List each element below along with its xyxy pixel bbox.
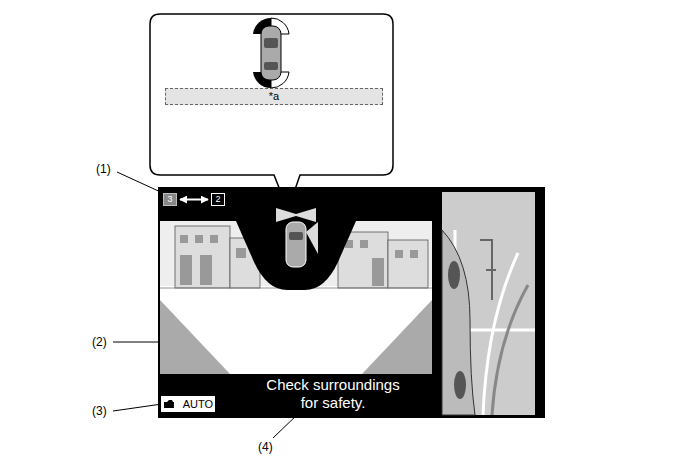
screen-message: Check surroundings for safety.: [258, 376, 408, 412]
view-icon: 3: [163, 193, 177, 206]
node-text: AUTO: [183, 399, 213, 410]
callout-number: (4): [258, 440, 273, 454]
callout-number: (3): [92, 404, 107, 418]
magnify-balloon: [150, 14, 393, 210]
node-text: *a: [269, 91, 279, 102]
side-view: [442, 192, 535, 415]
node-text: 3: [167, 195, 172, 204]
switch-arrow: [180, 199, 208, 201]
display-screen: [158, 187, 545, 418]
camera-icon: [163, 399, 177, 409]
dashed-band: *a: [165, 88, 383, 105]
balloon-car: [253, 18, 289, 88]
callout-number: (1): [96, 162, 111, 176]
node-text: 2: [215, 195, 220, 204]
view-icon: 2: [211, 193, 225, 206]
leader-lines: [113, 172, 300, 438]
callout-number: (2): [92, 335, 107, 349]
auto-icon: AUTO: [160, 395, 216, 413]
camera-view: [160, 208, 432, 374]
